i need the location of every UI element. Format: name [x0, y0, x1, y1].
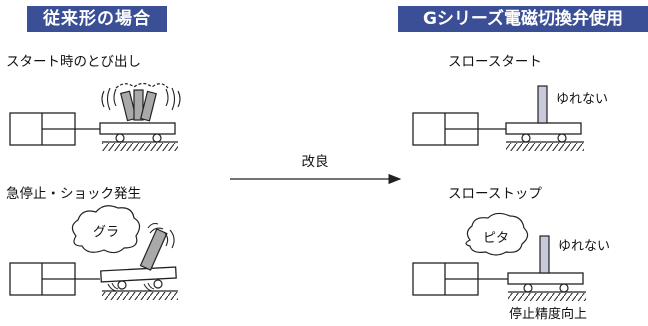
- left-bottom-ground: [102, 290, 178, 300]
- right-top-cylinder: [412, 112, 479, 146]
- left-bottom-caption: 急停止・ショック発生: [6, 186, 141, 202]
- left-top-cart: [99, 122, 176, 135]
- left-bottom-cart: [100, 266, 177, 283]
- right-top-ground: [506, 141, 584, 151]
- left-bottom-shake-marks: [147, 222, 175, 249]
- right-bubble-text: ピタ: [483, 231, 509, 246]
- right-bottom-upright-block: [539, 235, 550, 274]
- left-bottom-falling-block: [139, 228, 168, 271]
- stop-accuracy-note: 停止精度向上: [509, 306, 587, 322]
- left-top-jumping-block: [115, 82, 169, 122]
- right-bottom-caption: スローストップ: [448, 186, 542, 202]
- right-top-wheel: [521, 133, 531, 143]
- left-bubble-text: グラ: [93, 225, 119, 240]
- conventional-header: 従来形の場合: [27, 6, 167, 32]
- left-top-caption: スタート時のとび出し: [6, 54, 141, 70]
- g-series-header: Gシリーズ電磁切換弁使用: [398, 6, 648, 32]
- left-bottom-wheel: [117, 280, 127, 290]
- right-top-caption: スロースタート: [448, 54, 542, 70]
- left-speech-bubble: [71, 205, 141, 254]
- right-bottom-cart: [507, 272, 584, 285]
- right-top-cart: [505, 122, 582, 135]
- right-top-wheel: [557, 133, 567, 143]
- left-top-wheel: [115, 133, 125, 143]
- right-speech-bubble: [465, 212, 529, 256]
- right-bottom-wheel: [523, 283, 533, 293]
- right-top-upright-block: [537, 85, 548, 124]
- improvement-label: 改良: [302, 154, 329, 170]
- right-bottom-ground: [508, 291, 586, 301]
- left-top-wheel: [152, 133, 162, 143]
- left-top-shake-marks: [101, 87, 181, 111]
- left-bottom-cylinder: [9, 262, 76, 296]
- right-bottom-wheel: [559, 283, 569, 293]
- left-top-cylinder: [9, 112, 76, 146]
- right-bottom-no-shake-label: ゆれない: [558, 239, 610, 254]
- left-top-ground: [102, 141, 178, 151]
- right-bottom-cylinder: [412, 262, 479, 296]
- left-bottom-skid-marks: [107, 282, 155, 292]
- right-top-no-shake-label: ゆれない: [556, 92, 608, 107]
- left-bottom-wheel: [153, 279, 163, 289]
